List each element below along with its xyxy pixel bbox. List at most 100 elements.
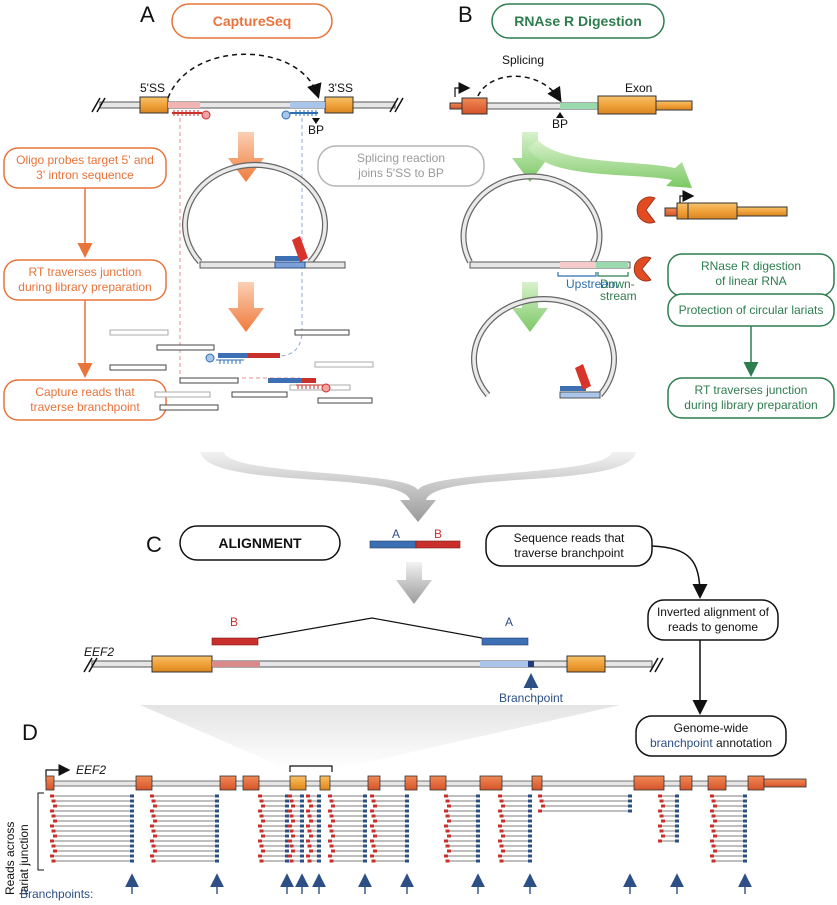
read-blue-end xyxy=(215,829,219,833)
ss5-label: 5'SS xyxy=(140,81,165,95)
read-red-end xyxy=(51,799,56,803)
read-red-end xyxy=(661,834,665,838)
read-blue-end xyxy=(215,849,219,853)
capture-seq-title: CaptureSeq xyxy=(213,13,292,29)
read-red-end xyxy=(373,804,377,808)
read-blue-end xyxy=(215,794,219,798)
read-red-end xyxy=(53,819,57,823)
read-red-end xyxy=(445,814,450,818)
read-blue-end xyxy=(743,814,747,818)
read-blue-end xyxy=(528,829,532,833)
read-red-end xyxy=(261,804,265,808)
read-red-end xyxy=(710,839,714,843)
read-blue-end xyxy=(215,839,219,843)
read-blue-end xyxy=(317,859,321,863)
ss3-label: 3'SS xyxy=(328,81,353,95)
read-red-end xyxy=(659,799,664,803)
read-blue-end xyxy=(363,834,367,838)
exon-3prime xyxy=(324,96,354,114)
read-red-end xyxy=(259,829,264,833)
read-red-end xyxy=(329,859,334,863)
read-blue-end xyxy=(628,809,632,813)
read-red-end xyxy=(258,809,262,813)
read-blue-end xyxy=(317,804,321,808)
read-red-end xyxy=(713,819,717,823)
svg-text:Capture reads that: Capture reads that xyxy=(35,385,135,399)
read-blue-end xyxy=(300,819,304,823)
read-blue-end xyxy=(675,809,679,813)
flow-box-rt-traverses-b: RT traverses junction during library pre… xyxy=(667,377,835,419)
read-blue-end xyxy=(476,829,480,833)
read-blue-end xyxy=(363,854,367,858)
read-red-end xyxy=(501,804,505,808)
read-red-end xyxy=(445,799,450,803)
read-red-end xyxy=(371,799,376,803)
read-red-end xyxy=(331,819,335,823)
read-stacks xyxy=(50,794,747,863)
read-red-end xyxy=(713,834,717,838)
read-blue-end xyxy=(285,859,289,863)
read-red-end xyxy=(501,834,505,838)
read-blue-end xyxy=(743,834,747,838)
read-blue-end xyxy=(285,819,289,823)
read-red-end xyxy=(288,809,292,813)
read-blue-end xyxy=(628,799,632,803)
read-red-end xyxy=(711,814,716,818)
read-blue-end xyxy=(317,849,321,853)
read-red-end xyxy=(291,804,295,808)
read-red-end xyxy=(151,844,156,848)
read-red-end xyxy=(370,794,374,798)
read-blue-end xyxy=(405,814,409,818)
read-red-end xyxy=(711,844,716,848)
green-arrow-down-1 xyxy=(512,132,548,182)
read-red-end xyxy=(661,804,665,808)
read-blue-end xyxy=(363,844,367,848)
svg-text:Genome-wide: Genome-wide xyxy=(674,721,749,735)
read-red-end xyxy=(658,824,662,828)
read-blue-end xyxy=(285,839,289,843)
read-blue-end xyxy=(675,839,679,843)
exon-d xyxy=(45,775,55,791)
read-blue-end xyxy=(743,824,747,828)
read-blue-end xyxy=(743,839,747,843)
read-blue-end xyxy=(675,794,679,798)
read-red-end xyxy=(331,834,335,838)
svg-text:Inverted alignment of: Inverted alignment of xyxy=(657,605,770,619)
splicing-label: Splicing xyxy=(502,53,544,67)
read-red-end xyxy=(309,849,313,853)
read-blue-end xyxy=(215,854,219,858)
read-red-end xyxy=(306,839,310,843)
read-red-end xyxy=(447,819,451,823)
read-blue-end xyxy=(476,804,480,808)
read-blue-end xyxy=(476,844,480,848)
read-red-end xyxy=(291,834,295,838)
pre-mrna-a xyxy=(91,96,404,114)
read-segment-a xyxy=(369,540,417,549)
read-blue-end xyxy=(130,814,134,818)
read-blue-end xyxy=(300,854,304,858)
exon-d xyxy=(242,775,260,791)
read-blue-end xyxy=(130,829,134,833)
read-red-end xyxy=(328,854,332,858)
read-red-end xyxy=(289,829,294,833)
read-red-end xyxy=(711,829,716,833)
converge-arrow xyxy=(200,452,636,522)
read-red-end xyxy=(659,829,664,833)
read-blue-end xyxy=(476,824,480,828)
exon-d xyxy=(429,775,447,791)
read-red-end xyxy=(713,804,717,808)
gene-label-c: EEF2 xyxy=(84,645,114,659)
read-red-end xyxy=(150,839,154,843)
read-blue-end xyxy=(285,854,289,858)
read-blue-end xyxy=(743,799,747,803)
read-blue-end xyxy=(528,839,532,843)
upstream-label: Upstream xyxy=(566,277,618,291)
svg-text:3' intron sequence: 3' intron sequence xyxy=(36,168,134,182)
read-blue-end xyxy=(363,794,367,798)
read-blue-end xyxy=(405,849,409,853)
read-red-end xyxy=(658,809,662,813)
aligned-read-a xyxy=(481,637,529,646)
svg-text:RT traverses junction: RT traverses junction xyxy=(29,265,142,279)
read-blue-end xyxy=(317,844,321,848)
read-red-end xyxy=(444,854,448,858)
